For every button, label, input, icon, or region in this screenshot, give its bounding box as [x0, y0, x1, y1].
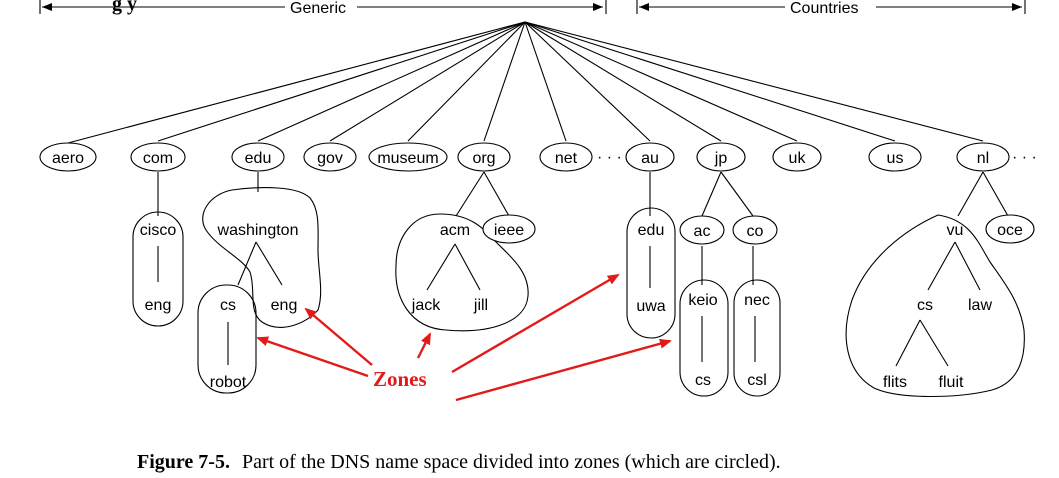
node-flits: flits	[883, 374, 907, 391]
node-ieee: ieee	[482, 214, 536, 244]
node-com: com	[130, 142, 186, 172]
root-edges	[67, 21, 984, 144]
header: g y Generic Countries	[39, 0, 1026, 17]
zone-keio	[679, 279, 729, 397]
node-jp: jp	[696, 142, 746, 172]
node-vu: vu	[947, 222, 964, 239]
countries-label: Countries	[790, 0, 858, 17]
sub-nodes: cisco eng washington cs eng robot acm ie…	[140, 214, 1035, 391]
node-cisco-eng: eng	[145, 297, 172, 314]
zone-outlines	[132, 187, 1025, 398]
zones-arrow-washington	[304, 307, 373, 366]
node-co: co	[732, 215, 778, 245]
ellipsis-generic: · · ·	[597, 149, 622, 166]
zones-arrow-keio	[455, 338, 672, 402]
zones-label: Zones	[373, 367, 427, 391]
svg-text:ac: ac	[694, 223, 711, 240]
node-cisco: cisco	[140, 222, 177, 239]
zone-cisco	[132, 211, 184, 327]
node-gov: gov	[303, 142, 357, 172]
svg-text:net: net	[555, 150, 578, 167]
node-us: us	[868, 142, 922, 172]
node-keio-cs: cs	[695, 372, 711, 389]
node-keio: keio	[688, 292, 717, 309]
node-uk: uk	[772, 142, 822, 172]
svg-text:Figure 7-5. Part of the: Figure 7-5. Part of the DNS name space d…	[137, 451, 781, 473]
svg-text:jp: jp	[714, 150, 728, 167]
node-nec: nec	[744, 292, 770, 309]
node-ac: ac	[679, 215, 725, 245]
node-nl: nl	[956, 142, 1010, 172]
node-au: au	[625, 142, 675, 172]
node-jack: jack	[411, 297, 441, 314]
caption-prefix: Figure 7-5.	[137, 451, 230, 473]
ellipsis-countries: · · ·	[1012, 149, 1037, 166]
node-acm: acm	[440, 222, 470, 239]
node-robot: robot	[210, 374, 247, 391]
zone-nec	[733, 279, 781, 397]
node-oce: oce	[985, 214, 1035, 244]
svg-text:museum: museum	[377, 150, 438, 167]
caption-text: Part of the DNS name space divided into …	[242, 451, 781, 473]
svg-text:ieee: ieee	[494, 222, 524, 239]
node-au-edu: edu	[638, 222, 665, 239]
node-washington: washington	[217, 222, 299, 239]
svg-text:au: au	[641, 150, 659, 167]
svg-text:oce: oce	[997, 222, 1023, 239]
svg-text:edu: edu	[245, 150, 272, 167]
node-jill: jill	[473, 297, 488, 314]
node-org: org	[457, 142, 511, 172]
zone-washington	[202, 187, 322, 328]
figure-caption: Figure 7-5. Part of the DNS name space d…	[137, 451, 781, 473]
zone-cs	[197, 284, 257, 394]
node-law: law	[968, 297, 992, 314]
generic-label: Generic	[290, 0, 346, 17]
node-aero: aero	[39, 142, 97, 172]
zones-annotation: Zones	[256, 273, 672, 402]
svg-text:gov: gov	[317, 150, 343, 167]
svg-text:us: us	[887, 150, 904, 167]
svg-text:aero: aero	[52, 150, 84, 167]
svg-text:uk: uk	[789, 150, 807, 167]
svg-text:nl: nl	[977, 150, 989, 167]
node-net: net	[539, 142, 593, 172]
node-fluit: fluit	[939, 374, 964, 391]
node-washington-eng: eng	[271, 297, 298, 314]
svg-text:com: com	[143, 150, 173, 167]
svg-text:co: co	[747, 223, 764, 240]
subtree-edges	[157, 171, 1009, 367]
zones-arrow-acm	[416, 332, 432, 359]
zone-vu	[845, 214, 1025, 398]
node-vu-cs: cs	[917, 297, 933, 314]
node-museum: museum	[368, 142, 448, 172]
top-level-nodes: aero com edu gov museum org net · · ·	[39, 142, 1037, 172]
zone-au-edu	[626, 207, 676, 339]
svg-text:org: org	[472, 150, 495, 167]
zones-arrow-cs	[256, 336, 369, 378]
zones-arrow-au-edu	[451, 273, 620, 374]
node-uwa: uwa	[636, 298, 665, 315]
node-edu: edu	[231, 142, 285, 172]
zone-acm	[395, 213, 529, 332]
node-washington-cs: cs	[220, 297, 236, 314]
node-csl: csl	[747, 372, 767, 389]
